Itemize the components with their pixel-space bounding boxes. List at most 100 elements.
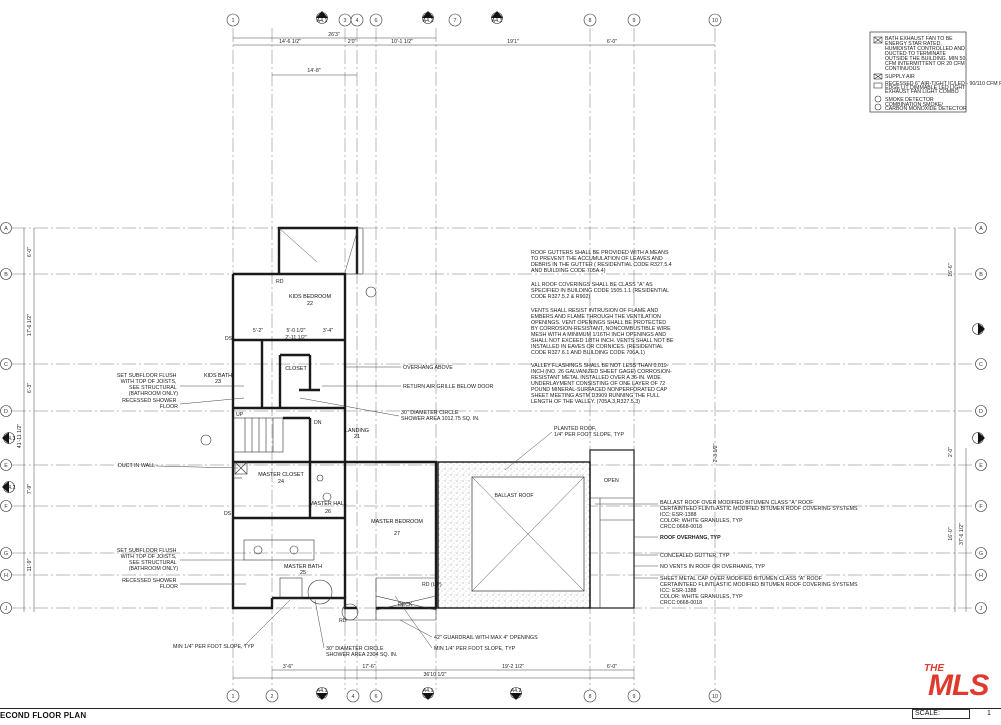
svg-text:19'-2 1/2": 19'-2 1/2" [502,664,524,670]
grid-bubble-col-6-bottom: 6 [369,689,383,703]
svg-text:C: C [979,362,983,368]
svg-text:9: 9 [633,694,636,700]
svg-text:F: F [4,504,8,510]
room-landing-tag: 21 [354,434,360,440]
section-marker-bottom-3: A4.2 [510,687,522,700]
room-master-hall: MASTER HALL [309,501,346,507]
svg-text:A4.2: A4.2 [5,485,16,491]
grid-bubble-col-1: 1 [226,13,240,27]
svg-text:RD: RD [339,618,347,624]
left-note-subfloor-2: SET SUBFLOOR FLUSH WITH TOP OF JOISTS, S… [117,548,178,572]
section-marker-right-1 [972,323,985,335]
room-master-bedroom-tag: 27 [394,531,400,537]
room-kids-bath: KIDS BATH [204,373,232,379]
grid-bubble-col-9: 9 [627,13,641,27]
section-marker-top-2: A4.2 [422,11,434,24]
center-note-shower-circle-1: 30" DIAMETER CIRCLE SHOWER AREA 1012.75 … [401,410,480,422]
svg-text:11'-9": 11'-9" [27,558,33,571]
room-labels: KIDS BEDROOM 22 KIDS BATH 23 CLOSET LAND… [204,294,423,576]
svg-text:17'-6": 17'-6" [362,664,375,670]
svg-text:2'-3 1/2": 2'-3 1/2" [713,443,719,462]
svg-text:4: 4 [356,18,359,24]
svg-text:36'10 1/2": 36'10 1/2" [423,672,446,678]
column-grid: 1 3 4 6 7 8 9 10 1 2 4 6 8 9 10 [226,13,722,703]
svg-text:D: D [979,409,983,415]
room-closet: CLOSET [285,366,307,372]
room-master-bath-tag: 25 [300,570,306,576]
grid-bubble-col-3: 3 [338,13,352,27]
left-notes: SET SUBFLOOR FLUSH WITH TOP OF JOISTS, S… [117,373,291,650]
legend-fan-note: BATH EXHAUST FAN TO BE ENERGY STAR RATED… [885,36,967,72]
section-marker-right-2 [972,432,985,444]
right-dimensions: 16'-6" 2'-3 1/2" 2'-0" 16'-0" 37'-6 1/2" [713,228,985,612]
grid-bubble-col-4-bottom: 4 [346,689,360,703]
svg-text:16'-6": 16'-6" [948,263,954,276]
svg-text:6'-0": 6'-0" [607,664,617,670]
mls-logo: THE MLS [922,663,994,703]
left-note-shower-1: RECESSED SHOWER FLOOR [122,398,178,410]
grid-bubble-col-7: 7 [448,13,462,27]
svg-text:B: B [979,272,983,278]
grid-bubble-col-10: 10 [708,13,722,27]
svg-text:2'0": 2'0" [348,39,357,45]
center-note-return-air: RETURN AIR GRILLE BELOW DOOR [403,384,494,390]
svg-text:5'-0 1/2": 5'-0 1/2" [287,328,306,334]
svg-text:2: 2 [271,694,274,700]
bottom-dimensions: 3'-6" 17'-6" 19'-2 1/2" 6'-0" 36'10 1/2"… [233,664,634,700]
left-note-slope: MIN 1/4" PER FOOT SLOPE, TYP [173,644,255,650]
legend-recessed-note: RECESSED 6" AIR-TIGHT IC/LED - 90/110 CF… [885,81,1001,95]
svg-text:17'-6 1/2": 17'-6 1/2" [27,314,33,336]
grid-bubble-col-4: 4 [350,13,364,27]
svg-text:7: 7 [454,18,457,24]
svg-text:41'-11 1/2": 41'-11 1/2" [17,424,23,449]
svg-text:A4.2: A4.2 [423,18,434,24]
svg-text:7'-9": 7'-9" [27,484,33,494]
svg-text:6'-3": 6'-3" [27,383,33,393]
right-note-gutter: CONCEALED GUTTER, TYP [660,553,730,559]
room-kids-bath-tag: 23 [215,379,221,385]
svg-text:16'-0": 16'-0" [948,527,954,540]
room-master-bath: MASTER BATH [284,564,322,570]
section-marker-bottom-1: A4.1 [316,687,328,700]
svg-text:3'-4": 3'-4" [323,328,333,334]
svg-text:A4.3: A4.3 [5,436,16,442]
room-master-bedroom: MASTER BEDROOM [371,519,423,525]
top-dimensions: 26'3" 14'-6 1/2" 2'0" 10'-1 1/2" 19'1" 6… [233,11,715,76]
grid-bubble-col-10-bottom: 10 [708,689,722,703]
svg-text:A4.1: A4.1 [317,18,328,24]
grid-bubble-col-2 [266,14,278,26]
plan-small-labels: RD RD RD (UP) DS DS OPEN BALLAST ROOF DE… [224,279,619,624]
section-marker-left-2: A4.2 [2,481,15,493]
section-marker-top-3: A4.3 [491,11,503,24]
svg-text:8: 8 [589,18,592,24]
svg-text:19'1": 19'1" [507,39,519,45]
left-note-duct: DUCT IN WALL [118,463,155,469]
svg-text:4: 4 [352,694,355,700]
svg-text:E: E [979,463,983,469]
scale-box: SCALE: [912,709,970,719]
general-note-gutters: ROOF GUTTERS SHALL BE PROVIDED WITH A ME… [531,250,673,274]
svg-text:A4.1: A4.1 [317,688,328,694]
svg-text:26'3": 26'3" [328,32,340,38]
svg-text:1: 1 [232,18,235,24]
svg-text:A4.2: A4.2 [511,688,522,694]
section-marker-bottom-2: A4.1 [422,687,434,700]
svg-text:J: J [980,606,983,612]
grid-bubble-col-8-bottom: 8 [583,689,597,703]
svg-text:14'-6 1/2": 14'-6 1/2" [279,39,301,45]
svg-text:14'-8": 14'-8" [307,68,320,74]
svg-text:A: A [979,226,983,232]
section-marker-top-1: A4.1 [316,11,328,24]
legend-supply-air: SUPPLY AIR [885,74,915,80]
left-note-subfloor-1: SET SUBFLOOR FLUSH WITH TOP OF JOISTS, S… [117,373,178,397]
center-note-slope: MIN 1/4" PER FOOT SLOPE, TYP [434,646,516,652]
svg-text:10: 10 [712,18,718,24]
sheet-title: ECOND FLOOR PLAN [0,711,87,720]
title-block [0,708,1001,721]
